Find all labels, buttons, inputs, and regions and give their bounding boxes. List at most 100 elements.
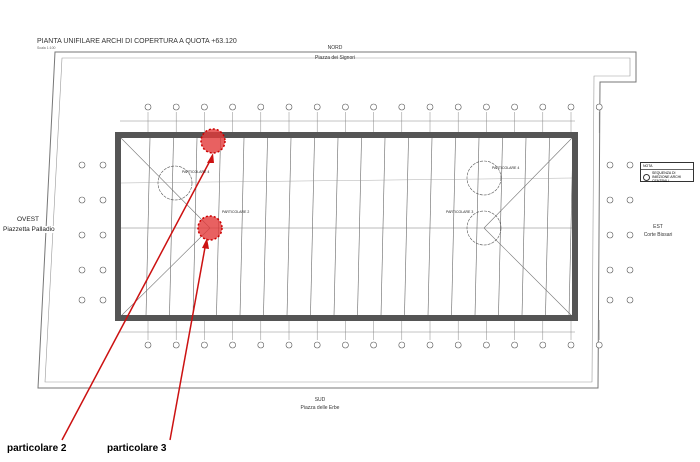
- column-marker: [99, 161, 107, 169]
- arch-line: [521, 137, 527, 317]
- column-marker: [606, 161, 614, 169]
- column-marker: [626, 161, 634, 169]
- detail-circle: [466, 210, 502, 246]
- building-outline: [37, 51, 637, 389]
- column-marker: [606, 196, 614, 204]
- column-marker: [606, 266, 614, 274]
- column-marker: [454, 341, 462, 349]
- column-marker: [626, 196, 634, 204]
- detail-circle: [157, 165, 193, 201]
- column-marker: [257, 103, 265, 111]
- arch-line: [545, 137, 550, 317]
- column-marker: [626, 296, 634, 304]
- column-marker: [539, 103, 547, 111]
- legend-title: NOTA: [641, 163, 693, 170]
- column-marker: [144, 103, 152, 111]
- column-marker: [454, 103, 462, 111]
- column-marker: [539, 341, 547, 349]
- building-outline-inner: [44, 57, 631, 383]
- arch-line: [333, 137, 339, 317]
- arch-line: [404, 137, 409, 317]
- column-marker: [313, 103, 321, 111]
- column-marker: [172, 341, 180, 349]
- column-marker: [201, 103, 208, 111]
- north-place: Piazza dei Signori: [314, 55, 356, 61]
- callout-label-3: particolare 3: [107, 443, 167, 454]
- column-marker: [626, 266, 634, 274]
- west-label: OVEST: [16, 216, 41, 223]
- diagonal-arch: [483, 227, 573, 317]
- arch-line: [263, 137, 268, 317]
- column-marker: [201, 341, 208, 349]
- arch-line: [474, 137, 480, 317]
- column-marker: [483, 341, 490, 349]
- column-marker: [313, 341, 321, 349]
- drawing-title: PIANTA UNIFILARE ARCHI DI COPERTURA A QU…: [37, 38, 237, 45]
- column-marker: [285, 341, 293, 349]
- column-marker: [229, 103, 236, 111]
- callout-arrow-2: [61, 156, 213, 441]
- arch-line: [380, 137, 386, 317]
- column-marker: [172, 103, 180, 111]
- plan-label: PARTICOLARE 3: [446, 210, 474, 214]
- column-marker: [606, 231, 614, 239]
- column-marker: [229, 341, 236, 349]
- column-marker: [567, 103, 575, 111]
- arch-line: [427, 137, 433, 317]
- column-marker: [426, 103, 434, 111]
- column-marker: [370, 103, 377, 111]
- column-marker: [285, 103, 293, 111]
- column-marker: [398, 103, 406, 111]
- column-marker: [342, 103, 349, 111]
- plan-label: PARTICOLARE 4: [182, 170, 210, 174]
- column-marker: [78, 161, 86, 169]
- column-marker: [99, 231, 107, 239]
- callout-label-2: particolare 2: [7, 443, 67, 454]
- column-marker: [78, 196, 86, 204]
- column-marker: [78, 266, 86, 274]
- arch-line: [239, 137, 245, 317]
- callout-arrow-3: [169, 241, 207, 441]
- column-marker: [511, 341, 518, 349]
- arrow-head-icon: [202, 238, 209, 249]
- arch-line: [145, 137, 151, 317]
- column-marker: [511, 103, 518, 111]
- column-marker: [370, 341, 377, 349]
- column-marker: [99, 296, 107, 304]
- detail-circle: [466, 160, 502, 196]
- plan-label: PARTICOLARE 2: [222, 210, 250, 214]
- arch-line: [498, 137, 503, 317]
- column-marker: [606, 296, 614, 304]
- highlight-circle: [197, 215, 223, 241]
- arch-line: [169, 137, 174, 317]
- highlight-circle: [200, 128, 226, 154]
- arch-line: [451, 137, 456, 317]
- legend-note: NOTA SEQUENZA DI INIEZIONE ARCHI CENTRAL…: [640, 162, 694, 183]
- arch-line: [357, 137, 362, 317]
- column-marker: [595, 103, 603, 111]
- axis-line: [120, 177, 573, 184]
- north-label: NORD: [327, 45, 343, 51]
- perimeter-wall: [115, 132, 578, 321]
- arrow-head-icon: [207, 153, 214, 163]
- column-marker: [78, 296, 86, 304]
- west-place: Piazzetta Palladio: [2, 226, 56, 233]
- east-place: Corte Bissari: [643, 232, 673, 238]
- column-marker: [99, 266, 107, 274]
- drawing-scale: Scala 1:100: [37, 46, 56, 50]
- column-marker: [567, 341, 575, 349]
- arch-line: [310, 137, 315, 317]
- column-marker: [78, 231, 86, 239]
- column-marker: [483, 103, 490, 111]
- diagonal-arch: [120, 137, 211, 229]
- column-marker: [257, 341, 265, 349]
- column-marker: [398, 341, 406, 349]
- arch-line: [286, 137, 292, 317]
- plan-label: PARTICOLARE 4: [492, 166, 520, 170]
- diagonal-arch: [483, 137, 573, 229]
- legend-item: SEQUENZA DI INIEZIONE ARCHI CENTRALI: [652, 171, 682, 183]
- south-label: SUD: [314, 397, 326, 403]
- south-place: Piazza delle Erbe: [300, 405, 340, 411]
- column-marker: [426, 341, 434, 349]
